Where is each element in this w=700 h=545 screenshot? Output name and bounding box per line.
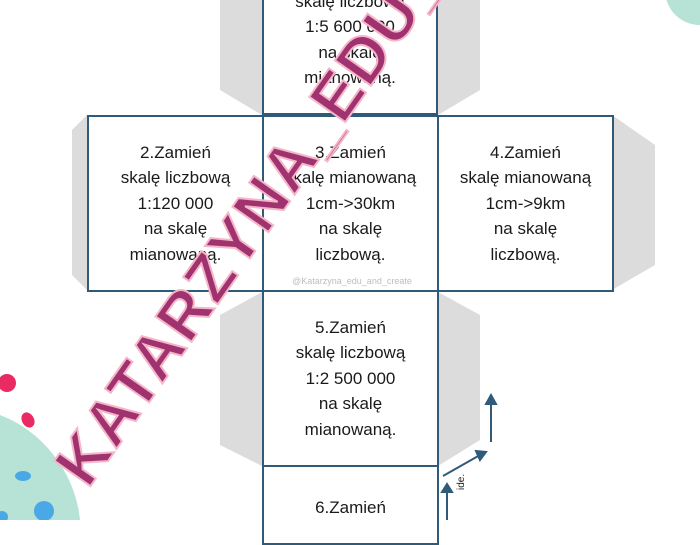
glue-tab-top-left	[220, 0, 262, 115]
cube-face-3: 3.Zamień skalę mianowaną 1cm->30km na sk…	[262, 115, 439, 292]
background-decor	[0, 0, 700, 520]
cube-face-1: skalę liczbową 1:5 600 000 na skalę mian…	[262, 0, 438, 115]
glue-tab-left	[72, 115, 87, 290]
cube-face-6: 6.Zamień	[262, 465, 439, 545]
cube-face-5: 5.Zamień skalę liczbową 1:2 500 000 na s…	[262, 290, 439, 467]
face-3-text: 3.Zamień skalę mianowaną 1cm->30km na sk…	[284, 142, 417, 264]
side-note: ide.	[456, 473, 467, 490]
glue-tab-right	[612, 115, 655, 290]
face-1-text: skalę liczbową 1:5 600 000 na skalę mian…	[295, 0, 405, 87]
mint-blob-bottom-left	[0, 415, 80, 520]
cube-face-2: 2.Zamień skalę liczbową 1:120 000 na ska…	[87, 115, 264, 292]
face-2-text: 2.Zamień skalę liczbową 1:120 000 na ska…	[120, 142, 231, 264]
glue-tab-top-right	[438, 0, 480, 115]
face-6-text: 6.Zamień	[315, 498, 386, 517]
blue-dot	[15, 471, 31, 481]
face-4-text: 4.Zamień skalę mianowaną 1cm->9km na ska…	[459, 142, 592, 264]
blue-dot-edge	[0, 511, 8, 520]
cube-face-4: 4.Zamień skalę mianowaną 1cm->9km na ska…	[437, 115, 614, 292]
face-5-text: 5.Zamień skalę liczbową 1:2 500 000 na s…	[295, 317, 406, 439]
author-credit: @Katarzyna_edu_and_create	[292, 276, 412, 286]
pink-dot-small	[21, 412, 35, 428]
mint-blob-top-right	[666, 0, 700, 25]
blue-dot-large	[34, 501, 54, 520]
glue-tab-bottom-right	[438, 292, 480, 466]
pink-dot	[0, 374, 16, 392]
fold-arrows	[440, 392, 498, 520]
glue-tab-bottom-left	[220, 292, 262, 466]
